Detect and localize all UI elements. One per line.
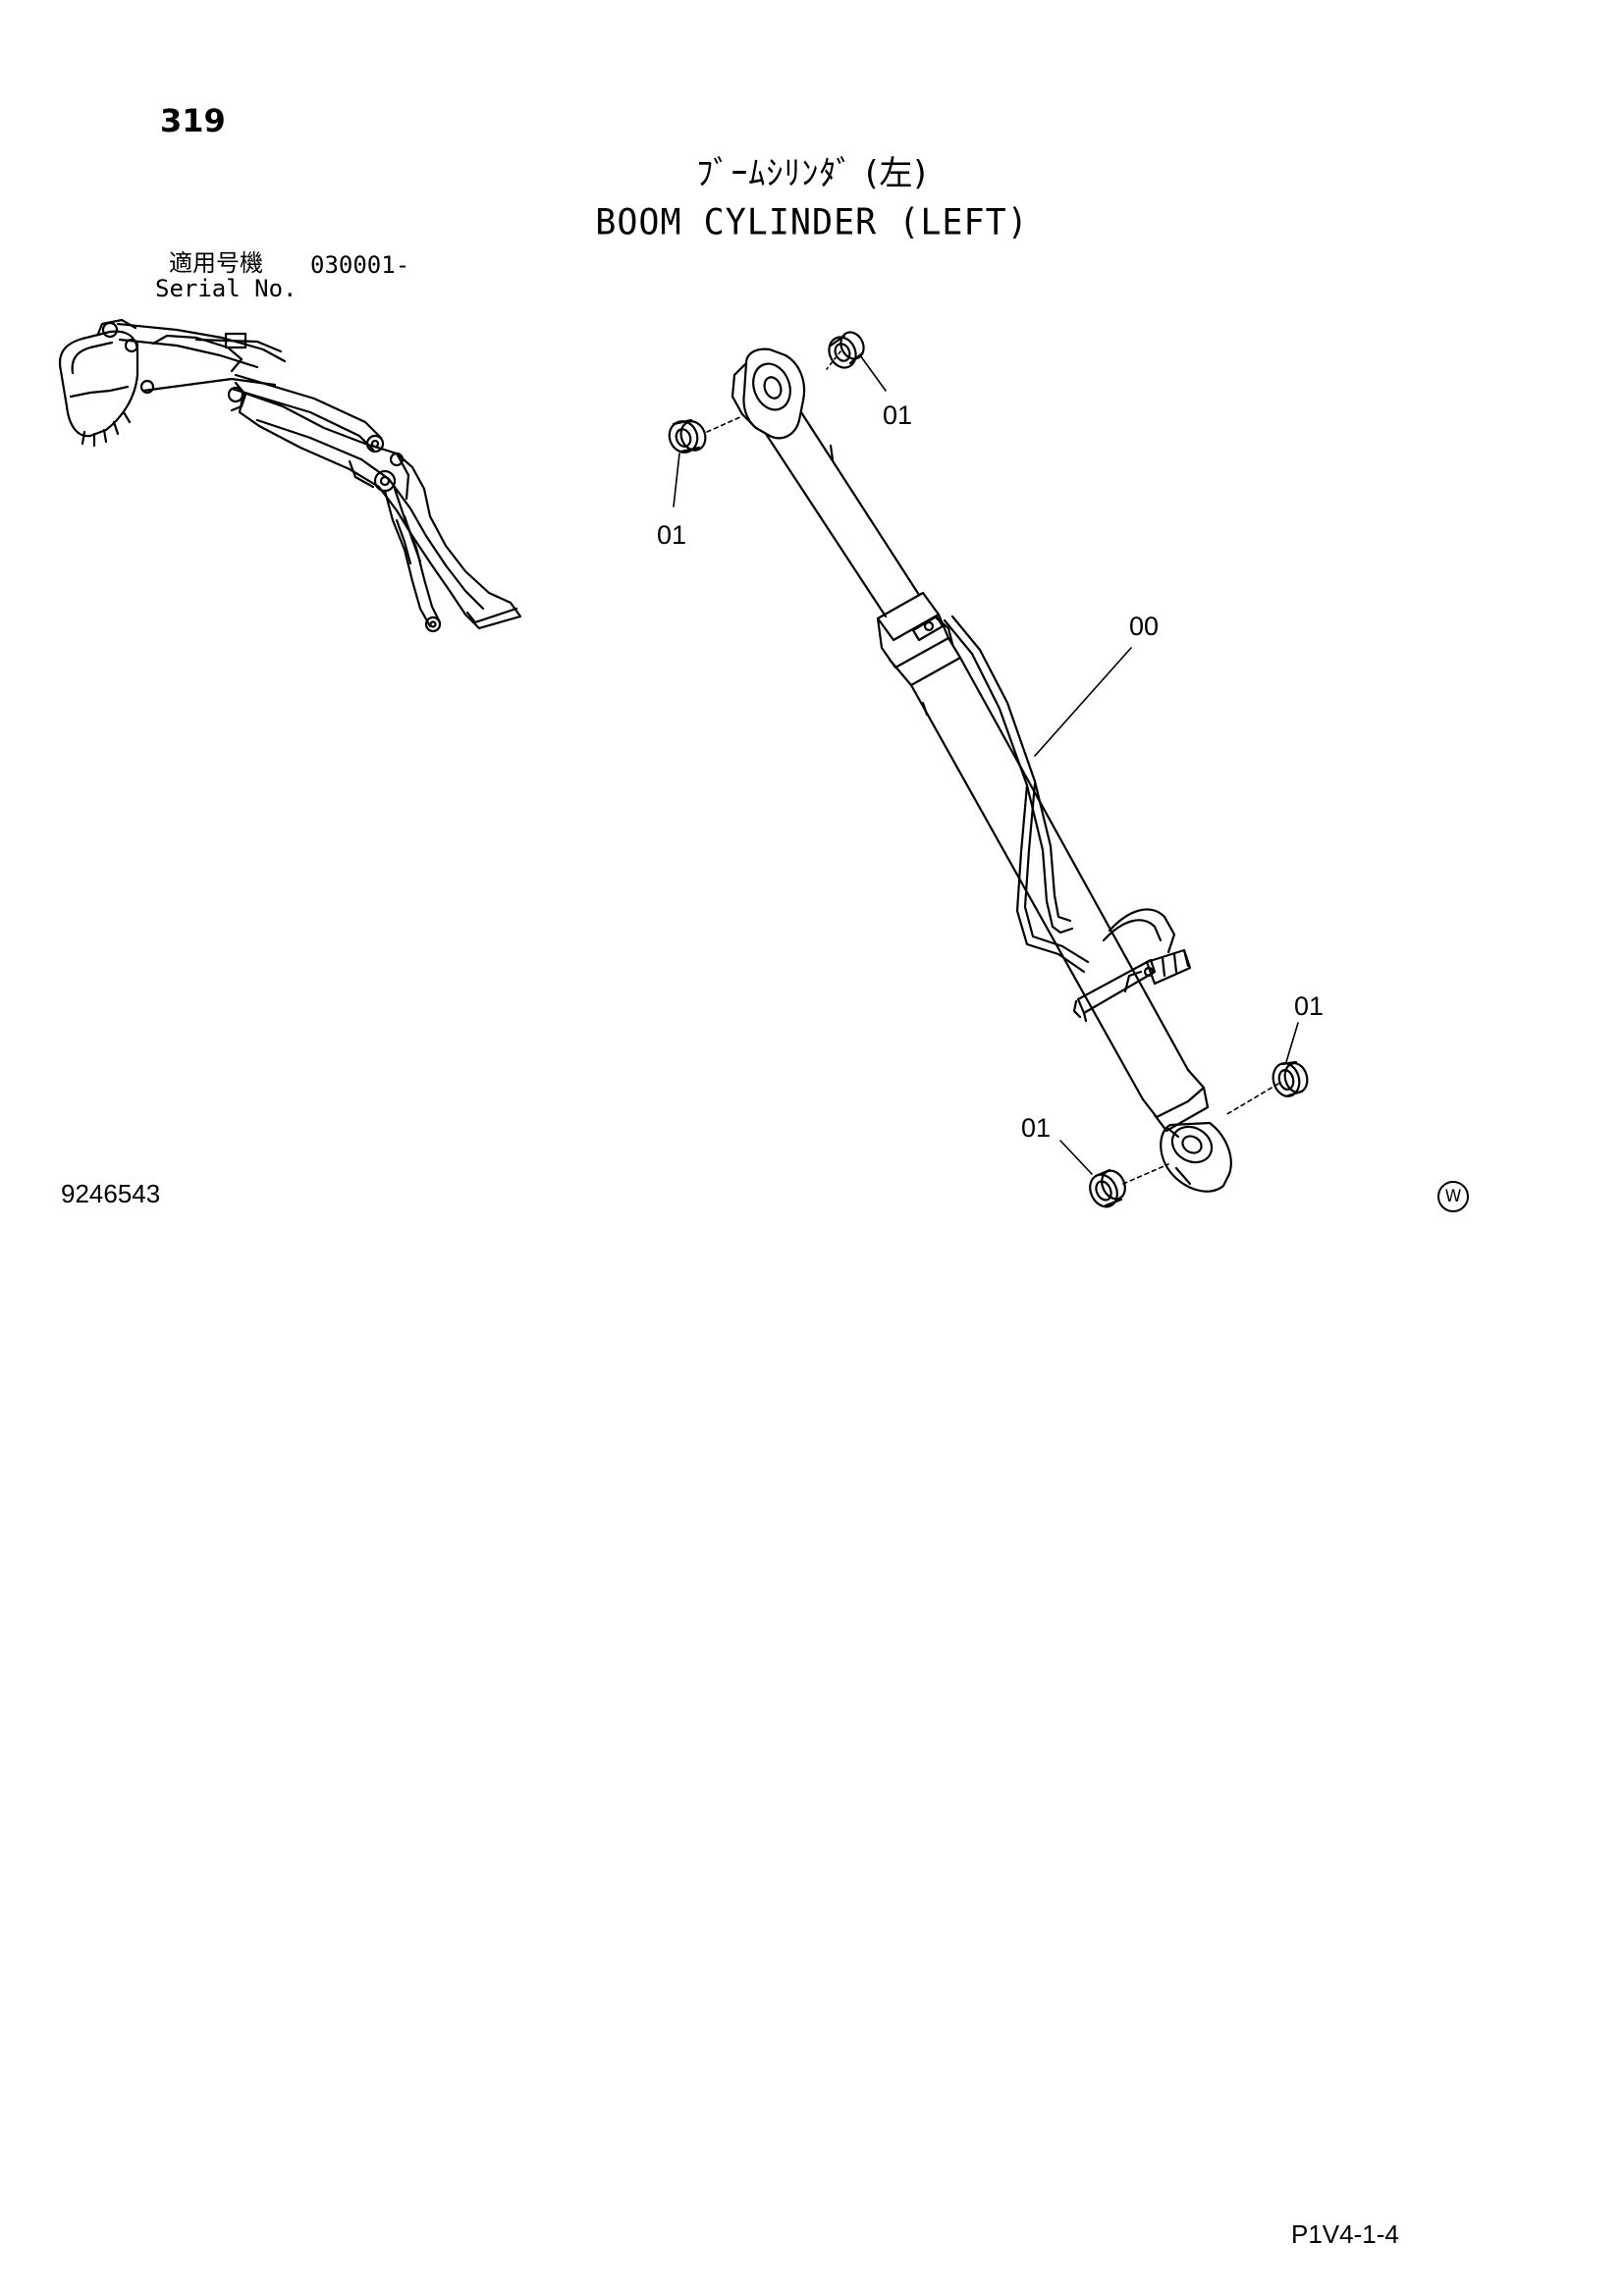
callout-label: 01: [1021, 1113, 1052, 1143]
arm-drawing: [116, 322, 287, 412]
callout-label: 00: [1129, 612, 1160, 641]
serial-label-english: Serial No.: [155, 275, 298, 302]
boom-cylinder-thumbnail: [383, 487, 442, 633]
piston-rod: [764, 410, 921, 618]
pipe-clamp: [1072, 958, 1157, 1023]
boom-cylinder-drawing: [731, 347, 1232, 1193]
leader-line: [1285, 1022, 1299, 1063]
leader-line: [706, 415, 743, 433]
drawing-number: 9246543: [61, 1179, 161, 1208]
page-number: 319: [160, 102, 226, 139]
leader-line: [1122, 1163, 1169, 1185]
hydraulic-pipe: [943, 614, 1192, 993]
w-mark-symbol: W: [1437, 1181, 1469, 1212]
cylinder-eye-bottom: [1160, 1121, 1232, 1193]
serial-label-japanese: 適用号機: [169, 249, 263, 277]
title-english: BOOM CYLINDER (LEFT): [595, 201, 1029, 243]
rod-eye-top: [731, 347, 806, 440]
excavator-arm-thumbnail: [58, 318, 522, 633]
title-japanese: ﾌﾞｰﾑｼﾘﾝﾀﾞ (左): [696, 154, 928, 193]
bucket-drawing: [58, 318, 139, 448]
bushing-top-left: [668, 418, 707, 454]
leader-line: [673, 453, 680, 507]
leader-line: [1059, 1140, 1093, 1175]
bushing-top-right: [828, 331, 865, 369]
cylinder-bottom-end: [1141, 1068, 1210, 1139]
bushing-bottom-right: [1272, 1060, 1309, 1097]
serial-number-value: 030001-: [310, 251, 410, 279]
boom-drawing: [238, 391, 522, 630]
leader-line: [859, 354, 887, 392]
bushing-bottom-left: [1089, 1168, 1126, 1208]
leader-lines: [673, 350, 1299, 1185]
leader-line: [1034, 647, 1132, 757]
callout-label: 01: [883, 400, 913, 430]
callout-label: 01: [657, 520, 687, 550]
cylinder-head: [876, 591, 962, 687]
cylinder-tube: [909, 656, 1190, 1101]
page-code: P1V4-1-4: [1291, 2219, 1399, 2249]
arm-cylinder-drawing: [230, 373, 385, 454]
leader-line: [1224, 1083, 1279, 1116]
callout-label: 01: [1294, 991, 1325, 1021]
